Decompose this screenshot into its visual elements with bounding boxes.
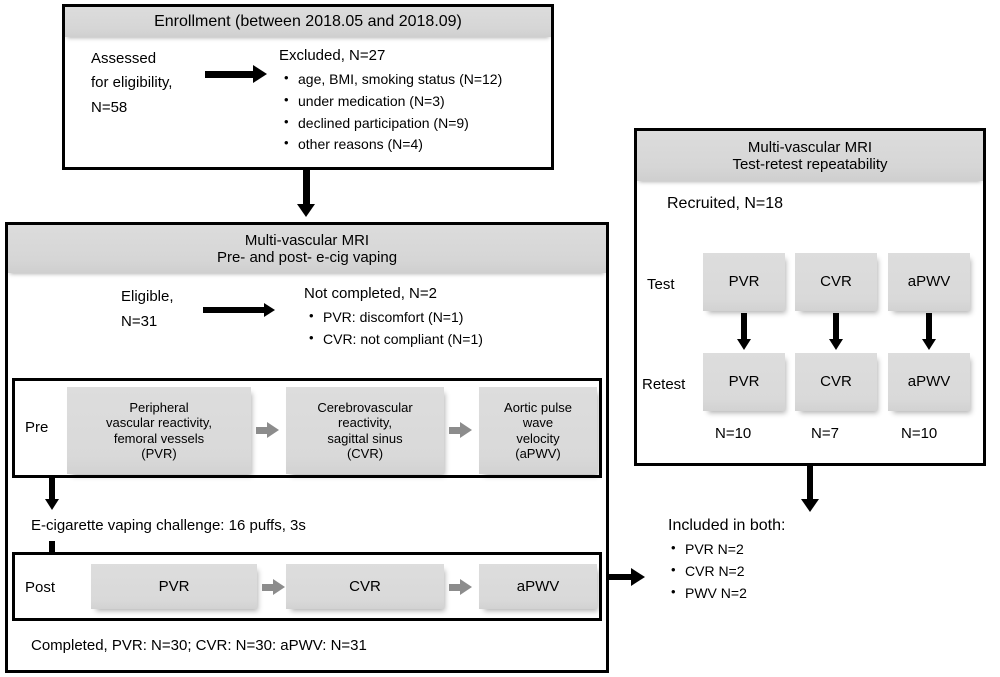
retest-chip-cvr: CVR bbox=[795, 353, 877, 411]
row-label-test: Test bbox=[647, 276, 675, 293]
post-step-cvr-label: CVR bbox=[349, 577, 381, 595]
list-item: CVR: not compliant (N=1) bbox=[306, 328, 483, 351]
list-item: declined participation (N=9) bbox=[281, 112, 502, 135]
pre-step-cvr-label: Cerebrovascular reactivity, sagittal sin… bbox=[317, 399, 413, 461]
post-step-cvr: CVR bbox=[286, 564, 444, 609]
post-arrow1-stem bbox=[262, 584, 274, 591]
eligible-text: Eligible, N=31 bbox=[121, 288, 174, 330]
retest-chip-apwv: aPWV bbox=[888, 353, 970, 411]
post-step-pvr: PVR bbox=[91, 564, 257, 609]
retest-chip-apwv-label: aPWV bbox=[907, 373, 951, 391]
enrollment-title-band: Enrollment (between 2018.05 and 2018.09) bbox=[65, 7, 551, 37]
pre-to-challenge-arrow-head bbox=[45, 499, 59, 510]
post-step-apwv: aPWV bbox=[479, 564, 597, 609]
pre-arrow2-stem bbox=[449, 427, 461, 434]
post-row-panel: Post PVR CVR aPWV bbox=[12, 552, 602, 621]
retest-title-line2: Test-retest repeatability bbox=[732, 156, 888, 173]
enrollment-panel: Enrollment (between 2018.05 and 2018.09)… bbox=[62, 4, 554, 170]
list-item: CVR N=2 bbox=[668, 560, 968, 583]
col1-arrow-stem bbox=[741, 313, 747, 341]
main-to-included-arrow-head bbox=[631, 568, 645, 586]
post-step-apwv-label: aPWV bbox=[516, 577, 560, 595]
col2-arrow-stem bbox=[833, 313, 839, 341]
list-item: PVR N=2 bbox=[668, 538, 968, 561]
test-chip-cvr: CVR bbox=[795, 253, 877, 311]
test-chip-apwv: aPWV bbox=[888, 253, 970, 311]
pre-to-challenge-arrow-stem bbox=[49, 478, 55, 501]
completed-text: Completed, PVR: N=30; CVR: N=30: aPWV: N… bbox=[31, 637, 367, 654]
pre-arrow2-head bbox=[460, 422, 472, 438]
test-retest-panel: Multi-vascular MRI Test-retest repeatabi… bbox=[634, 128, 986, 466]
vaping-challenge-text: E-cigarette vaping challenge: 16 puffs, … bbox=[31, 517, 306, 534]
col1-n-value: N=10 bbox=[715, 425, 752, 442]
included-title: Included in both: bbox=[668, 517, 786, 534]
retest-title-line1: Multi-vascular MRI bbox=[747, 138, 873, 156]
pre-row-panel: Pre Peripheral vascular reactivity, femo… bbox=[12, 378, 602, 478]
list-item: under medication (N=3) bbox=[281, 90, 502, 113]
pre-label: Pre bbox=[25, 419, 49, 436]
pre-step-apwv: Aortic pulse wave velocity (aPWV) bbox=[479, 387, 597, 474]
included-list: PVR N=2 CVR N=2 PWV N=2 bbox=[668, 538, 968, 605]
list-item: PVR: discomfort (N=1) bbox=[306, 306, 483, 329]
main-mri-panel: Multi-vascular MRI Pre- and post- e-cig … bbox=[5, 222, 609, 673]
not-completed-list: PVR: discomfort (N=1) CVR: not compliant… bbox=[306, 306, 483, 351]
not-completed-title: Not completed, N=2 bbox=[304, 285, 437, 302]
pre-step-cvr: Cerebrovascular reactivity, sagittal sin… bbox=[286, 387, 444, 474]
eligible-to-notcompleted-arrow-stem bbox=[203, 307, 265, 313]
retest-to-included-arrow-stem bbox=[807, 466, 813, 502]
retest-chip-cvr-label: CVR bbox=[820, 373, 852, 391]
main-title-band: Multi-vascular MRI Pre- and post- e-cig … bbox=[8, 225, 606, 273]
row-label-retest: Retest bbox=[642, 376, 686, 393]
test-chip-cvr-label: CVR bbox=[820, 273, 852, 291]
eligible-to-notcompleted-arrow-head bbox=[264, 303, 275, 317]
col1-arrow-head bbox=[737, 339, 751, 350]
excluded-title: Excluded, N=27 bbox=[279, 47, 386, 64]
assessed-to-excluded-arrow-head bbox=[253, 65, 267, 83]
retest-to-included-arrow-head bbox=[801, 499, 819, 512]
retest-chip-pvr: PVR bbox=[703, 353, 785, 411]
included-in-both-block: Included in both: PVR N=2 CVR N=2 PWV N=… bbox=[668, 517, 968, 604]
post-arrow1-head bbox=[273, 579, 285, 595]
test-chip-pvr-label: PVR bbox=[728, 273, 760, 291]
enrollment-to-main-arrow-head bbox=[297, 204, 315, 217]
enrollment-title: Enrollment (between 2018.05 and 2018.09) bbox=[154, 12, 462, 30]
col2-arrow-head bbox=[829, 339, 843, 350]
challenge-to-post-arrow-stem bbox=[49, 541, 55, 559]
post-arrow2-head bbox=[460, 579, 472, 595]
col3-arrow-stem bbox=[926, 313, 932, 341]
col3-arrow-head bbox=[922, 339, 936, 350]
pre-arrow1-head bbox=[267, 422, 279, 438]
pre-arrow1-stem bbox=[256, 427, 268, 434]
post-step-pvr-label: PVR bbox=[158, 577, 190, 595]
list-item: PWV N=2 bbox=[668, 582, 968, 605]
retest-chip-pvr-label: PVR bbox=[728, 373, 760, 391]
list-item: age, BMI, smoking status (N=12) bbox=[281, 68, 502, 91]
col3-n-value: N=10 bbox=[901, 425, 938, 442]
post-label: Post bbox=[25, 579, 56, 596]
main-title-line1: Multi-vascular MRI bbox=[244, 231, 370, 249]
test-chip-apwv-label: aPWV bbox=[907, 273, 951, 291]
enrollment-to-main-arrow-stem bbox=[303, 170, 310, 206]
main-title-line2: Pre- and post- e-cig vaping bbox=[216, 249, 398, 266]
retest-title-band: Multi-vascular MRI Test-retest repeatabi… bbox=[637, 131, 983, 181]
assessed-to-excluded-arrow-stem bbox=[205, 71, 255, 78]
col2-n-value: N=7 bbox=[811, 425, 839, 442]
post-arrow2-stem bbox=[449, 584, 461, 591]
main-to-included-arrow-stem bbox=[609, 574, 635, 580]
pre-step-apwv-label: Aortic pulse wave velocity (aPWV) bbox=[504, 399, 572, 461]
recruited-text: Recruited, N=18 bbox=[667, 195, 784, 212]
assessed-text: Assessed for eligibility, N=58 bbox=[91, 50, 173, 116]
pre-step-pvr: Peripheral vascular reactivity, femoral … bbox=[67, 387, 251, 474]
pre-step-pvr-label: Peripheral vascular reactivity, femoral … bbox=[106, 399, 212, 461]
list-item: other reasons (N=4) bbox=[281, 133, 502, 156]
test-chip-pvr: PVR bbox=[703, 253, 785, 311]
excluded-list: age, BMI, smoking status (N=12) under me… bbox=[281, 68, 502, 156]
